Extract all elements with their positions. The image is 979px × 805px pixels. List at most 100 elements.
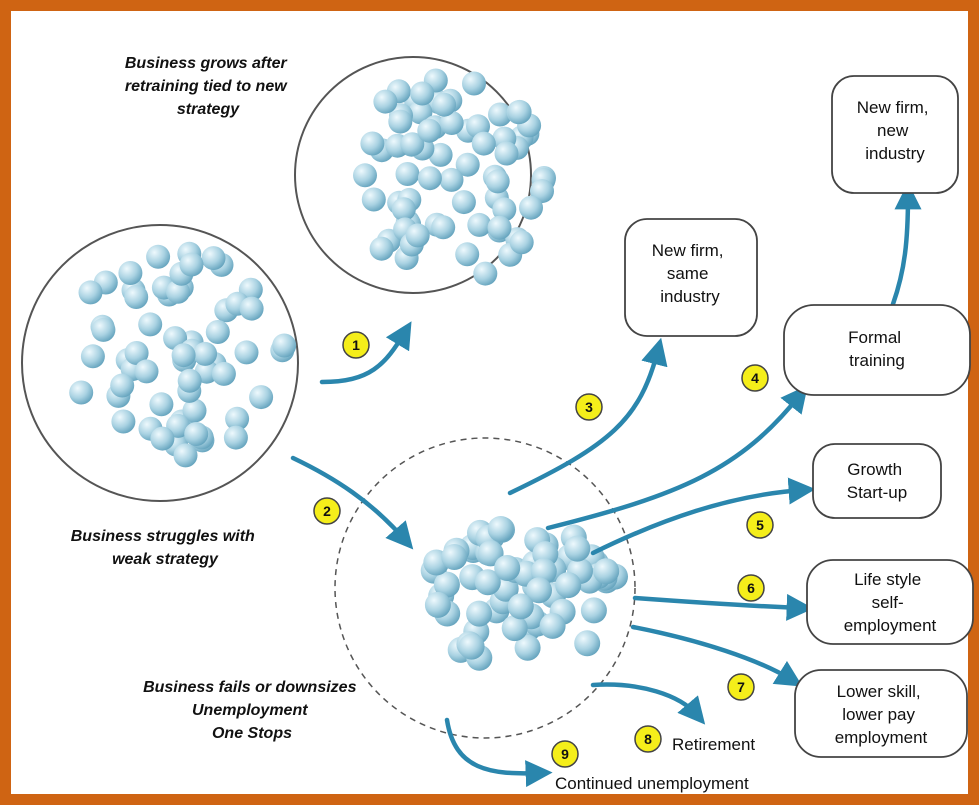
box-lifestyle: [806, 559, 974, 645]
ball: [272, 333, 297, 358]
ball: [424, 591, 451, 618]
arrow-3: [507, 337, 668, 496]
ball: [507, 99, 532, 124]
ball: [171, 343, 196, 368]
ball: [205, 320, 230, 344]
ball: [138, 312, 163, 337]
ball: [488, 102, 512, 127]
ball: [539, 612, 566, 639]
ball: [173, 443, 198, 468]
caption-struggles: Business struggles with weak strategy: [71, 528, 260, 568]
svg-text:7: 7: [737, 679, 745, 695]
label-continued-unemployment: Continued unemployment: [555, 774, 749, 793]
ball: [455, 152, 480, 177]
ball: [353, 163, 377, 188]
struggles-ball-cluster: [69, 241, 297, 468]
ball: [223, 425, 248, 450]
ball: [428, 142, 453, 167]
box-new-firm-same-industry: [624, 218, 758, 337]
arrow-5: [590, 477, 816, 556]
ball: [507, 593, 534, 620]
ball: [431, 215, 456, 240]
label-lower-skill: Lower skill, lower pay employment: [835, 682, 928, 747]
ball: [149, 392, 174, 417]
ball: [439, 111, 464, 135]
ball: [487, 215, 512, 240]
label-growth-startup: Growth Start-up: [847, 460, 907, 502]
svg-text:9: 9: [561, 746, 569, 762]
ball: [239, 296, 264, 321]
ball: [182, 398, 207, 423]
ball: [519, 195, 543, 220]
badge-3: 3: [575, 393, 603, 421]
ball: [184, 422, 209, 446]
arrow-training-to-new-industry: [890, 182, 922, 307]
ball: [473, 261, 498, 286]
grows-ball-cluster: [353, 68, 556, 286]
ball: [91, 317, 116, 342]
ball: [492, 197, 517, 222]
ball: [225, 406, 250, 431]
ball: [417, 166, 442, 191]
ball: [432, 92, 457, 117]
ball: [118, 261, 143, 285]
svg-text:8: 8: [644, 731, 652, 747]
ball: [501, 615, 528, 642]
ball: [360, 131, 385, 156]
ball: [408, 100, 433, 125]
arrow-7: [630, 624, 803, 687]
ball: [249, 385, 274, 410]
caption-fails: Business fails or downsizes Unemployment…: [143, 679, 361, 742]
box-formal-training: [783, 304, 971, 396]
badge-8: 8: [634, 725, 662, 753]
ball: [78, 280, 103, 305]
ball: [526, 577, 552, 604]
label-new-firm-same-industry: New firm, same industry: [652, 241, 729, 306]
badge-7: 7: [727, 673, 755, 701]
ball: [410, 81, 435, 106]
ball: [494, 141, 519, 166]
caption-grows: Business grows after retraining tied to …: [125, 55, 291, 118]
ball: [555, 572, 582, 599]
svg-text:4: 4: [751, 370, 759, 386]
svg-text:5: 5: [756, 517, 764, 533]
ball: [514, 634, 541, 661]
ball: [388, 109, 413, 134]
svg-text:2: 2: [323, 503, 331, 519]
ball: [166, 279, 190, 304]
ball: [564, 535, 591, 562]
ball: [462, 71, 486, 96]
ball: [509, 230, 534, 255]
arrow-9: [444, 717, 553, 788]
badge-2: 2: [313, 497, 341, 525]
ball: [400, 132, 425, 157]
ball: [580, 597, 607, 624]
fails-ball-cluster: [420, 516, 628, 671]
arrow-4: [545, 385, 808, 531]
ball: [177, 368, 202, 393]
ball: [80, 344, 105, 369]
svg-text:1: 1: [352, 337, 360, 353]
arrow-2: [290, 455, 414, 550]
label-new-firm-new-industry: New firm, new industry: [857, 98, 934, 163]
label-formal-training: Formal training: [848, 328, 906, 370]
ball: [110, 373, 135, 398]
arrow-8: [590, 682, 706, 725]
box-lower-skill: [794, 669, 968, 758]
ball: [369, 236, 394, 261]
ball: [395, 162, 420, 186]
ball: [111, 409, 136, 434]
ball: [193, 341, 218, 366]
ball: [361, 187, 386, 212]
ball: [405, 223, 430, 248]
badge-6: 6: [737, 574, 765, 602]
ball: [487, 516, 514, 542]
ball: [458, 633, 485, 660]
box-new-firm-new-industry: [831, 75, 959, 194]
badge-1: 1: [342, 331, 370, 359]
ball: [373, 89, 398, 114]
label-retirement: Retirement: [672, 735, 755, 754]
arrow-6: [632, 593, 814, 621]
ball: [467, 212, 492, 237]
